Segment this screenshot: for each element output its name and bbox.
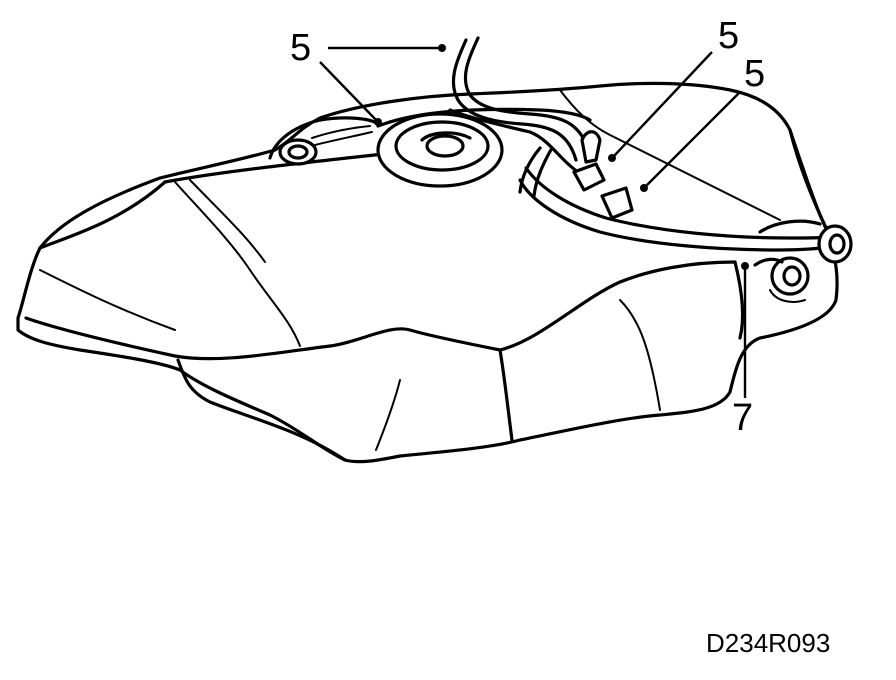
- drawing-code: D234R093: [706, 628, 830, 658]
- fuel-tank-body: [16, 81, 839, 464]
- filler-area: [268, 116, 380, 166]
- callout-5-left: 5: [290, 27, 311, 69]
- callout-5-lower-right: 5: [744, 53, 765, 95]
- callout-leaders: [319, 44, 749, 398]
- callout-5-upper-right: 5: [718, 15, 739, 57]
- fuel-pump-flange: [376, 112, 504, 188]
- fuel-lines: [376, 36, 853, 303]
- callout-7: 7: [732, 397, 753, 439]
